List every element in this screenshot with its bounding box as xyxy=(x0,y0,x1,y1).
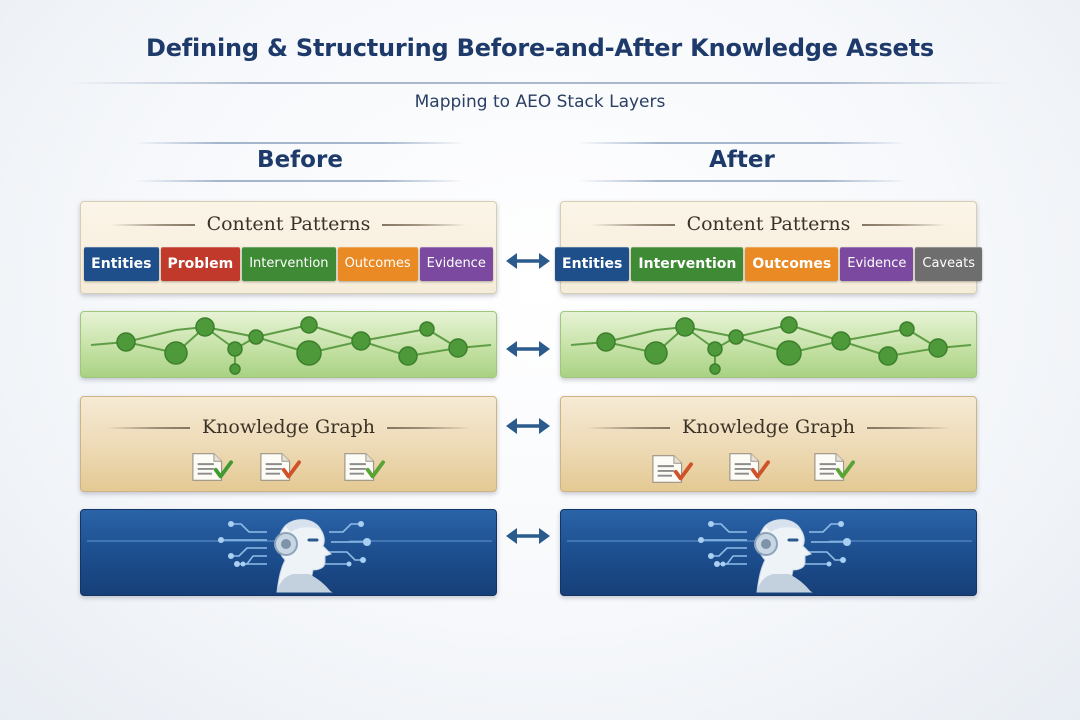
document-check-icon xyxy=(344,453,385,481)
after-heading: After xyxy=(709,147,775,173)
chip-outcomes: Outcomes xyxy=(745,247,839,281)
before-content-patterns-title: Content Patterns xyxy=(206,213,371,235)
chip-problem: Problem xyxy=(160,247,241,281)
chip-entities: Entities xyxy=(84,247,159,281)
chip-entities: Entities xyxy=(555,247,630,281)
node-network-icon xyxy=(90,316,492,375)
before-ai-panel xyxy=(80,509,497,596)
chip-caveats: Caveats xyxy=(915,247,982,281)
after-content-patterns-title: Content Patterns xyxy=(686,213,851,235)
after-heading-rule-top xyxy=(577,142,907,144)
after-network-panel xyxy=(560,311,977,378)
heading-rule-right xyxy=(867,427,952,429)
page-subtitle: Mapping to AEO Stack Layers xyxy=(414,92,666,112)
heading-rule-right xyxy=(862,224,947,226)
heading-rule-right xyxy=(382,224,467,226)
document-check-icon xyxy=(729,453,770,481)
before-knowledge-graph-heading: Knowledge Graph xyxy=(81,416,496,438)
before-content-patterns-panel: Content Patterns Entities Problem Interv… xyxy=(80,201,497,294)
document-check-icon xyxy=(814,453,855,481)
before-chip-row: Entities Problem Intervention Outcomes E… xyxy=(81,247,496,281)
before-knowledge-graph-title: Knowledge Graph xyxy=(201,416,376,438)
ai-head-circuit-icon xyxy=(87,519,492,593)
double-arrow-icon xyxy=(506,253,550,269)
heading-rule-left xyxy=(110,224,195,226)
title-divider xyxy=(70,82,1010,84)
page-title: Defining & Structuring Before-and-After … xyxy=(145,34,934,62)
after-knowledge-graph-panel: Knowledge Graph xyxy=(560,396,977,492)
document-check-icon xyxy=(260,453,301,481)
after-ai-panel xyxy=(560,509,977,596)
chip-intervention: Intervention xyxy=(631,247,744,281)
chip-outcomes: Outcomes xyxy=(337,247,418,281)
after-content-patterns-panel: Content Patterns Entities Intervention O… xyxy=(555,201,982,294)
before-content-patterns-heading: Content Patterns xyxy=(81,213,496,235)
chip-intervention: Intervention xyxy=(242,247,336,281)
heading-rule-right xyxy=(387,427,472,429)
heading-rule-left xyxy=(585,427,670,429)
double-arrow-icon xyxy=(506,418,550,434)
heading-rule-left xyxy=(590,224,675,226)
before-knowledge-graph-panel: Knowledge Graph xyxy=(80,396,497,492)
before-network-panel xyxy=(80,311,497,378)
document-check-icon xyxy=(652,455,693,483)
after-chip-row: Entities Intervention Outcomes Evidence … xyxy=(555,247,982,281)
chip-evidence: Evidence xyxy=(419,247,493,281)
after-content-patterns-heading: Content Patterns xyxy=(561,213,976,235)
before-heading: Before xyxy=(257,147,343,173)
document-check-icon xyxy=(192,453,233,481)
double-arrow-icon xyxy=(506,341,550,357)
chip-evidence: Evidence xyxy=(840,247,914,281)
after-heading-rule-bottom xyxy=(577,180,907,182)
node-network-icon xyxy=(570,316,972,375)
before-heading-rule-bottom xyxy=(135,180,465,182)
after-knowledge-graph-heading: Knowledge Graph xyxy=(561,416,976,438)
double-arrow-icon xyxy=(506,528,550,544)
after-knowledge-graph-title: Knowledge Graph xyxy=(681,416,856,438)
ai-head-circuit-icon xyxy=(567,519,972,593)
before-heading-rule-top xyxy=(135,142,465,144)
heading-rule-left xyxy=(105,427,190,429)
